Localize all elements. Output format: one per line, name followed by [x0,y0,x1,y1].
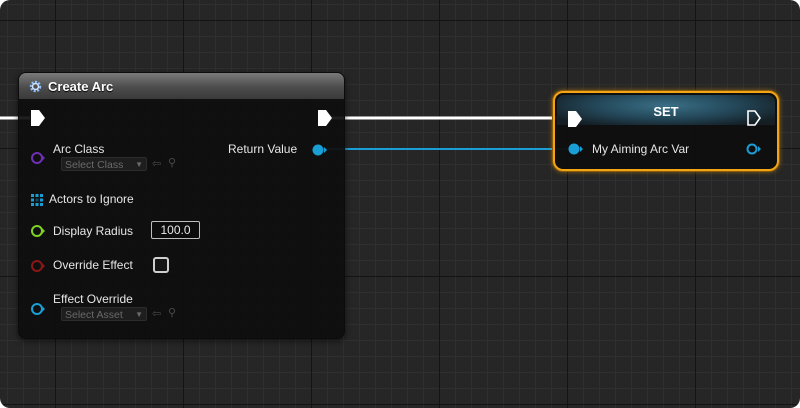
override-effect-pin[interactable] [30,259,46,278]
display-radius-input[interactable]: 100.0 [151,221,200,239]
effect-override-pin[interactable] [30,302,46,321]
return-value-label: Return Value [228,142,298,156]
exec-out-pin[interactable] [317,109,333,127]
effect-override-select-text: Select Asset [65,309,123,321]
set-exec-out-pin[interactable] [746,109,762,132]
set-node-header[interactable]: SET [557,95,775,125]
display-radius-pin[interactable] [30,224,46,243]
set-variable-node[interactable]: SET My Aiming Arc Var [553,91,779,171]
display-radius-label: Display Radius [53,224,134,238]
set-value-out-pin[interactable] [745,142,763,161]
arc-class-pin[interactable] [30,151,46,170]
set-input-label: My Aiming Arc Var [592,142,690,156]
use-selected-arrow-icon[interactable]: ⇦ [152,158,162,170]
arc-class-select-text: Select Class [65,159,124,171]
chevron-down-icon: ▼ [135,160,143,169]
use-selected-arrow-icon[interactable]: ⇦ [152,308,162,320]
browse-search-icon[interactable]: ⚲ [168,307,177,319]
function-gear-icon [29,80,42,92]
effect-override-label: Effect Override [53,292,133,306]
actors-array-pin[interactable] [31,193,43,211]
set-node-title: SET [653,104,679,119]
set-value-in-pin[interactable] [567,142,585,161]
actors-to-ignore-label: Actors to Ignore [49,192,134,206]
create-arc-node[interactable]: Create Arc Arc Class Select Class ▼ ⇦ ⚲ [18,72,345,339]
effect-override-select[interactable]: Select Asset ▼ [61,307,147,321]
create-arc-header[interactable]: Create Arc [19,73,344,99]
create-arc-title: Create Arc [48,78,114,94]
set-exec-in-pin[interactable] [567,110,583,133]
array-grid-icon [31,194,43,206]
override-effect-label: Override Effect [53,258,133,272]
arc-class-label: Arc Class [53,142,105,156]
exec-in-pin[interactable] [30,109,46,127]
chevron-down-icon: ▼ [135,310,143,319]
browse-search-icon[interactable]: ⚲ [168,157,177,169]
override-effect-checkbox[interactable] [153,257,169,273]
return-value-pin[interactable] [311,143,329,162]
arc-class-select[interactable]: Select Class ▼ [61,157,147,171]
